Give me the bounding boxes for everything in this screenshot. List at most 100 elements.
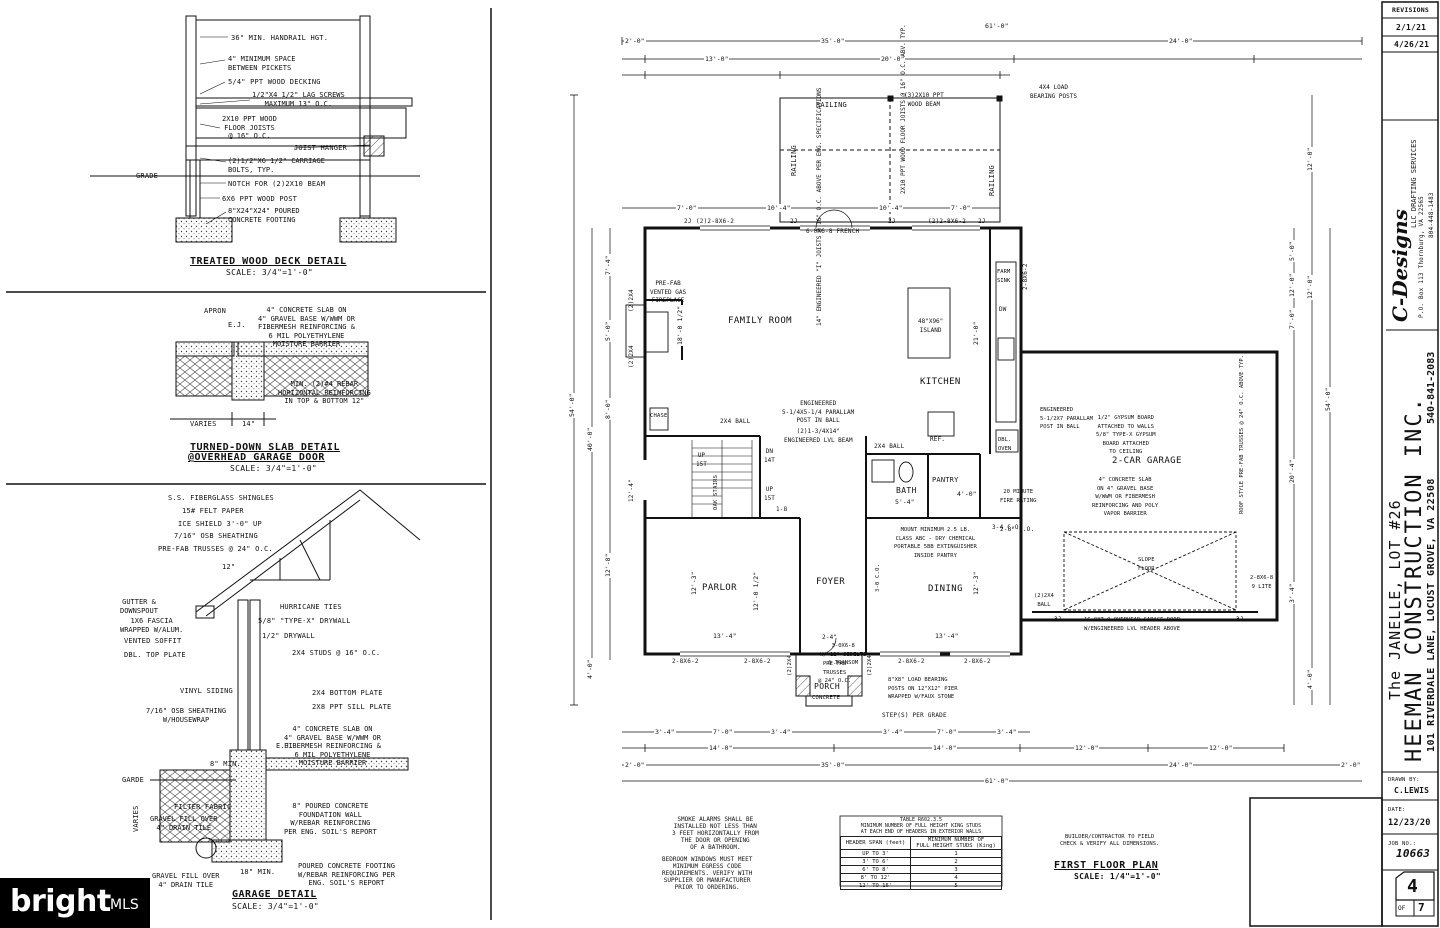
room-foyer: FOYER	[816, 577, 846, 587]
dim: 10'-4"	[878, 204, 904, 212]
plan-label: 3J	[1236, 616, 1244, 623]
deck-note: 36" MIN. HANDRAIL HGT.	[231, 34, 329, 42]
bright-mls-logo: bright MLS	[0, 878, 150, 928]
plan-label: 48"X96" ISLAND	[918, 318, 944, 334]
plan-label: CHASE	[650, 413, 668, 419]
plan-label: SLOPE FLOOR	[1138, 557, 1155, 572]
plan-label: UP 15T	[764, 486, 775, 502]
deck-detail-scale: SCALE: 3/4"=1'-0"	[226, 268, 313, 277]
plan-label: 4X4 LOAD BEARING POSTS	[1030, 84, 1077, 100]
header-table-title: TABLE R602.3.5 MINIMUM NUMBER OF FULL HE…	[860, 817, 982, 835]
room-size: 13'-4"	[934, 632, 960, 640]
plan-label: DW	[999, 306, 1007, 313]
garage-note: 15# FELT PAPER	[182, 507, 244, 515]
plan-label: 2J	[888, 218, 896, 225]
sheet-number: 4	[1407, 876, 1419, 897]
deck-note: 4" MINIMUM SPACE BETWEEN PICKETS	[228, 55, 296, 72]
header-table-col: MINIMUM NUMBER OF FULL HEIGHT STUDS (Kin…	[910, 836, 1002, 850]
slab-note: MIN. (2)#4 REBAR HORIZONTAL REINFORCING …	[278, 380, 371, 405]
plan-label: 2-4"	[822, 634, 838, 641]
plan-label: 2-8X6-2	[964, 658, 991, 665]
plan-label: 14" ENGINEERED "I" JOISTS @ 16" O.C. ABO…	[816, 87, 823, 326]
dim: 7'-0"	[1288, 308, 1296, 330]
dim: 3'-4"	[996, 728, 1018, 736]
deck-detail-title: TREATED WOOD DECK DETAIL	[190, 256, 347, 267]
table-cell: 3	[910, 865, 1002, 874]
slab-detail-subtitle: @OVERHEAD GARAGE DOOR	[188, 452, 325, 463]
garage-note: VINYL SIDING	[180, 687, 233, 695]
garage-note: GRAVEL FILL OVER 4" DRAIN TILE	[150, 815, 218, 832]
dim: 20'-4"	[1288, 458, 1296, 484]
dim: 24'-0"	[1168, 37, 1194, 45]
plan-label: (2)2X4	[628, 289, 635, 312]
dim: 2'-0"	[1340, 761, 1362, 769]
plan-label: (2)2X4	[867, 654, 873, 676]
room-size: 13'-4"	[712, 632, 738, 640]
garage-note: 8" POURED CONCRETE FOUNDATION WALL W/REB…	[284, 802, 377, 836]
dim: 5'-0"	[1288, 240, 1296, 262]
drafter-suffix: LLC DRAFTING SERVICES	[1410, 139, 1418, 228]
table-row: UP TO 3'1	[839, 849, 1002, 858]
slab-detail-scale: SCALE: 3/4"=1'-0"	[230, 464, 317, 473]
room-family-room: FAMILY ROOM	[728, 316, 793, 326]
dim: 35'-0"	[820, 761, 846, 769]
drawn-by: C.LEWIS	[1394, 786, 1430, 795]
plan-label: RAILING	[816, 101, 847, 109]
plan-label: 2J	[684, 218, 692, 225]
slab-note: 14"	[242, 420, 256, 428]
table-cell: 6' TO 8'	[839, 865, 912, 874]
room-pantry: PANTRY	[932, 476, 959, 484]
room-bath: BATH	[896, 486, 917, 495]
room-size: 12'-3"	[972, 570, 980, 596]
plan-label: ENGINEERED 5-1/2X7 PARALLAM POST IN BALL	[1040, 407, 1093, 430]
plan-label: 2X10 PPT WOOD FLOOR JOISTS @ 16" O.C. AB…	[900, 24, 907, 194]
smoke-alarm-note: SMOKE ALARMS SHALL BE INSTALLED NOT LESS…	[672, 816, 759, 851]
plan-label: 3-4 C.O.	[992, 524, 1023, 531]
table-cell: 5	[910, 881, 1002, 890]
garage-note: POURED CONCRETE FOOTING W/REBAR REINFORC…	[298, 862, 395, 887]
table-cell: 2	[910, 857, 1002, 866]
plan-label: (2)2-8X6-2	[928, 218, 967, 225]
table-cell: UP TO 3'	[839, 849, 912, 858]
dim: 3'-4"	[1288, 582, 1296, 604]
plan-scale: SCALE: 1/4"=1'-0"	[1074, 872, 1161, 881]
drawn-by-label: DRAWN BY:	[1388, 777, 1420, 783]
sheet-total: 7	[1418, 901, 1425, 914]
plan-label: 3-0X6-8 W/ 12" SIDELTS & TRANSOM	[820, 643, 867, 666]
plan-label: REF.	[930, 436, 946, 443]
plan-label: 2-8X6-2	[744, 658, 771, 665]
garage-note: VARIES	[132, 805, 140, 833]
plan-label: DBL. OVEN	[998, 437, 1012, 452]
dim: 3'-4"	[770, 728, 792, 736]
table-row: 6' TO 8'3	[839, 865, 1002, 874]
dim: 7'-0"	[676, 204, 698, 212]
plan-label: 2-8X6-8 9 LITE	[1250, 575, 1274, 590]
garage-note: FILTER FABRIC	[174, 803, 232, 811]
garage-note: 2X8 PPT SILL PLATE	[312, 703, 392, 711]
plan-label: 1-8	[776, 506, 788, 513]
plan-label: 2X4 BALL	[720, 418, 751, 425]
table-row: 3' TO 6'2	[839, 857, 1002, 866]
slab-note: 4" CONCRETE SLAB ON 4" GRAVEL BASE W/WWM…	[258, 306, 355, 348]
plan-label: (2)2X4	[628, 345, 635, 368]
plan-label: (2)1-3/4X14" ENGINEERED LVL BEAM	[784, 428, 853, 444]
logo-suffix: MLS	[110, 897, 139, 913]
room-size: 12'-0 1/2"	[752, 570, 760, 612]
room-size: 21'-0"	[972, 320, 980, 346]
plan-label: 20 MINUTE FIRE RATING	[1000, 489, 1037, 504]
deck-note: (2)1/2"X6 1/2" CARRIAGE BOLTS, TYP.	[228, 157, 325, 174]
plan-label: (2)2-8X6-2	[696, 218, 735, 225]
room-size: 18'-0 1/2"	[676, 304, 684, 346]
garage-note: 2X4 STUDS @ 16" O.C.	[292, 649, 381, 657]
deck-note: 2X10 PPT WOOD FLOOR JOISTS @ 16" O.C.	[222, 115, 277, 140]
deck-note: JOIST HANGER	[294, 144, 347, 152]
table-cell: 4	[910, 873, 1002, 882]
dim: 7'-4"	[604, 254, 612, 276]
deck-note: 6X6 PPT WOOD POST	[222, 195, 298, 203]
garage-note: GUTTER & DOWNSPOUT	[120, 598, 158, 615]
plan-label: 3J	[1054, 616, 1062, 623]
header-table-col: HEADER SPAN (feet)	[839, 836, 912, 850]
header-table-head: HEADER SPAN (feet) MINIMUM NUMBER OF FUL…	[839, 836, 1002, 850]
room-porch: PORCH	[814, 682, 841, 691]
